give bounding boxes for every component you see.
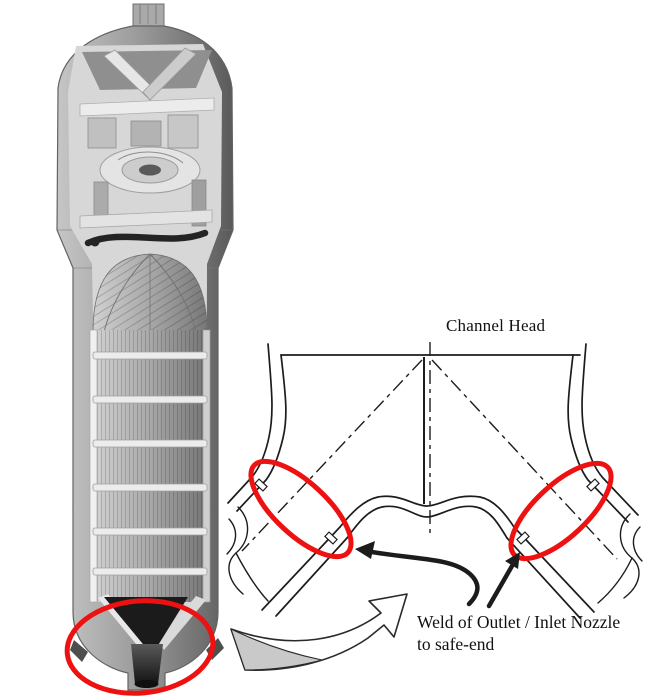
weld-callout: Weld of Outlet / Inlet Nozzle to safe-en… <box>417 611 620 655</box>
shell-left-inner <box>236 354 287 512</box>
weld-highlight-ellipse-photo <box>64 598 216 696</box>
tube-support-plate <box>92 567 208 576</box>
steam-generator-photo <box>56 3 234 696</box>
upper-internals <box>79 47 215 229</box>
nozzle-left-lower-outer <box>261 526 341 611</box>
weld-callout-line1: Weld of Outlet / Inlet Nozzle <box>417 612 621 632</box>
weld-highlight-ellipse-right <box>508 460 614 562</box>
weld-mark <box>586 478 600 492</box>
channel-head-diagram <box>226 342 643 619</box>
nozzle-left-lower-inner <box>275 537 348 617</box>
pipe-break-right <box>619 513 640 599</box>
weld-callout-line2: to safe-end <box>417 634 495 654</box>
tube-support-plate <box>92 527 208 536</box>
pipe-break-left-2 <box>226 518 237 555</box>
diagram-title: Channel Head <box>446 316 546 335</box>
weld-mark <box>516 531 530 545</box>
pipe-break-left <box>228 506 249 595</box>
feedwater-pipe <box>84 229 209 247</box>
tube-support-plate <box>92 483 208 492</box>
nozzle-axis-right <box>431 359 618 560</box>
shell-right-inner <box>567 354 629 523</box>
bowl-outer <box>339 495 515 528</box>
weld-mark <box>324 531 338 545</box>
bowl-inner <box>346 505 508 539</box>
pointer-arrow-right <box>486 563 515 609</box>
shell-right-outer <box>581 343 639 516</box>
tube-bundle <box>89 329 211 603</box>
pointer-arrowhead-left <box>355 541 375 559</box>
weld-highlight-ellipse-left <box>248 458 354 560</box>
tube-bundle-dome <box>92 253 208 333</box>
tube-support-plate <box>92 439 208 448</box>
reference-curved-arrow <box>230 593 408 672</box>
pipe-break-right-2 <box>632 526 643 562</box>
nozzle-axis-left <box>241 359 423 552</box>
reference-arrow-tail <box>230 628 323 671</box>
nozzle-right-lower-inner <box>506 537 581 619</box>
pointer-arrowhead-right <box>505 552 520 569</box>
shell-left-outer <box>227 343 273 504</box>
pipe-edge-right <box>597 557 633 604</box>
tube-support-plate <box>92 395 208 404</box>
pointer-arrow-left <box>369 549 480 607</box>
pipe-edge-left <box>235 552 269 602</box>
nozzle-right-lower-outer <box>513 526 595 613</box>
pointer-arrows <box>355 541 520 609</box>
weld-mark <box>254 478 268 492</box>
tube-support-plate <box>92 351 208 360</box>
